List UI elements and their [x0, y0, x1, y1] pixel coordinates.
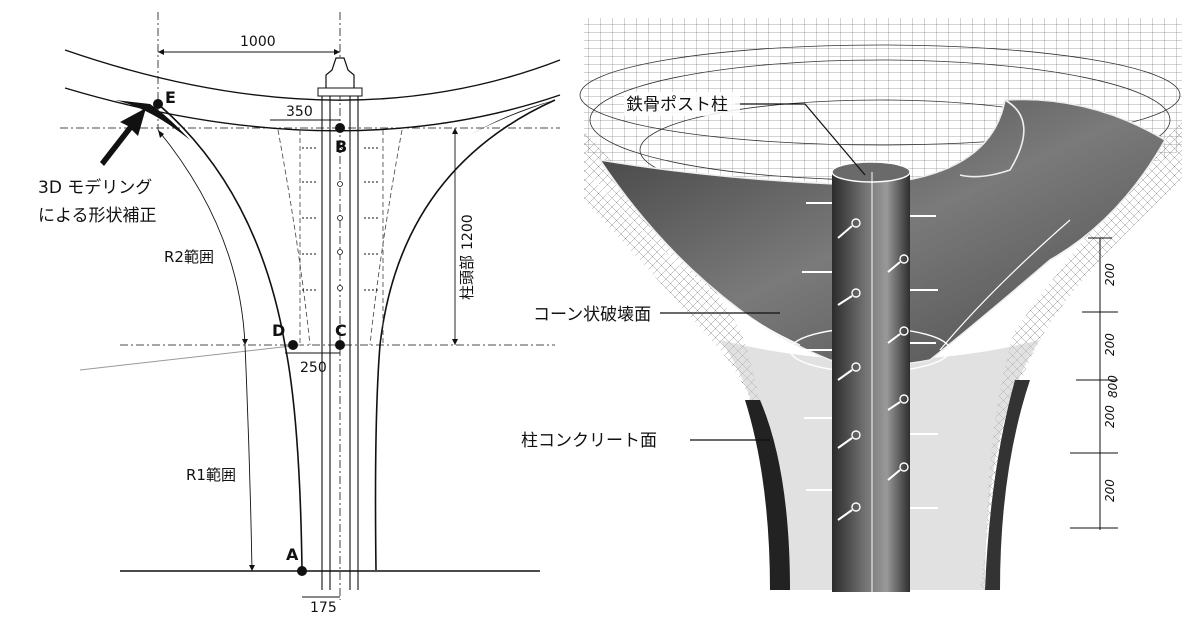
corrected-edge-left	[115, 100, 190, 140]
r1-range-label: R1範囲	[186, 466, 236, 484]
post-top	[831, 161, 911, 183]
stud-circles	[337, 147, 343, 291]
left-drawing: 1000 350 1200 柱頭部 250 175 E B D C A R2範囲…	[38, 12, 561, 616]
inner-profiles	[277, 129, 403, 346]
head-label: 柱頭部	[458, 255, 476, 300]
steel-post-label: 鉄骨ポスト柱	[626, 95, 728, 115]
vdim-4: 200	[1103, 479, 1117, 502]
vertical-ruler	[1070, 237, 1118, 530]
r2-range-label: R2範囲	[164, 248, 214, 266]
cone-failure-label: コーン状破壊面	[533, 305, 651, 325]
dim-ticks	[158, 49, 458, 571]
vdim-2: 200	[1103, 333, 1117, 356]
point-b-label: B	[335, 137, 347, 156]
axis-lines	[60, 12, 560, 600]
vdim-1: 200	[1103, 263, 1117, 286]
point-d-label: D	[272, 321, 285, 340]
correction-label-line1: 3D モデリング	[38, 177, 152, 198]
point-d-dot	[288, 340, 298, 350]
column-concrete-label: 柱コンクリート面	[521, 431, 657, 451]
correction-label-line2: による形状補正	[38, 206, 157, 226]
correction-arrow	[100, 108, 146, 166]
column-edge-left	[745, 400, 790, 590]
column-edge-right	[985, 380, 1030, 590]
cone-rim	[959, 99, 1025, 178]
steel-post-cylinder	[832, 172, 910, 592]
cone-edge-line-2	[939, 219, 1071, 351]
dim-head-height: 1200	[460, 214, 476, 250]
dim-base-width: 175	[310, 600, 337, 616]
point-a-label: A	[286, 545, 299, 564]
point-e-label: E	[165, 88, 176, 107]
base-plate	[317, 87, 363, 97]
dimension-lines	[157, 51, 456, 598]
steel-post	[321, 95, 359, 590]
studs	[802, 202, 938, 521]
steel-post-label-bg	[624, 92, 740, 116]
callout-leaders	[660, 103, 866, 441]
dim-mid-width: 250	[300, 360, 327, 376]
point-c-dot	[335, 340, 345, 350]
dim-head-offset: 350	[286, 104, 313, 120]
point-b-dot	[335, 123, 345, 133]
cone-edge-line	[589, 174, 801, 346]
vdim-3: 200	[1103, 405, 1117, 428]
right-render: 200 200 200 200 800 鉄骨ポスト柱 コーン状破壊面 柱コンクリ…	[521, 18, 1182, 592]
stud-heads	[851, 218, 909, 512]
point-e-dot	[153, 99, 163, 109]
r2-guide-line	[79, 344, 301, 371]
key-points	[153, 99, 345, 576]
dim-top-width: 1000	[240, 34, 276, 50]
column-profile	[157, 99, 556, 571]
post-cap	[325, 57, 355, 91]
point-a-dot	[297, 566, 307, 576]
point-c-label: C	[335, 321, 347, 340]
vdim-total: 800	[1106, 375, 1120, 398]
